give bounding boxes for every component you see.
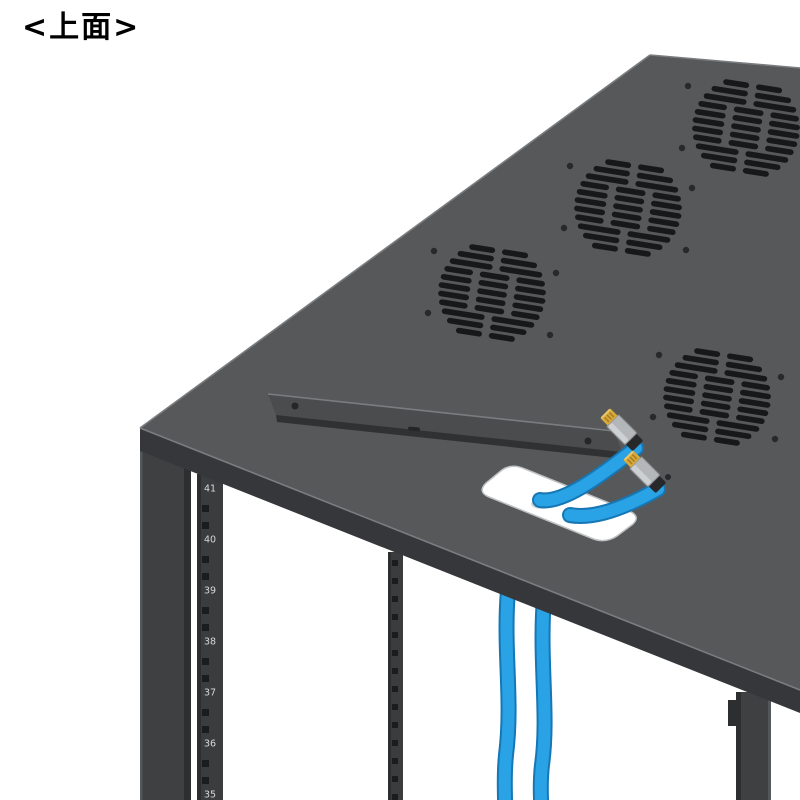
- unit-number: 41: [204, 484, 216, 495]
- unit-number: 36: [204, 739, 216, 750]
- panel-back-edge-highlight: [649, 54, 800, 69]
- top-panel: [139, 54, 800, 713]
- panel-left-edge-highlight: [139, 54, 651, 429]
- left-mounting-rail: 41 40 39 38 37 36 35: [197, 474, 223, 800]
- inner-mounting-rail: [388, 552, 403, 800]
- rack-unit-numbers: 41 40 39 38 37 36 35: [204, 484, 216, 800]
- unit-number: 35: [204, 790, 216, 800]
- unit-number: 38: [204, 637, 216, 648]
- strip-screw-hole: [291, 402, 299, 410]
- unit-number: 40: [204, 535, 216, 546]
- top-panel-front-edge: [140, 428, 800, 713]
- unit-number: 37: [204, 688, 216, 699]
- unit-number: 39: [204, 586, 216, 597]
- panel-front-edge-highlight: [139, 427, 800, 691]
- view-label: <上面>: [22, 10, 141, 45]
- screw-holes: [424, 82, 785, 480]
- front-right-post: [728, 692, 771, 800]
- lan-cables-above-panel: [532, 406, 668, 524]
- strip-screw-hole: [584, 437, 592, 445]
- lan-cables-below-panel: [496, 582, 553, 800]
- front-left-post: [140, 432, 191, 800]
- top-panel-surface: [140, 55, 800, 690]
- cover-strip: [267, 393, 623, 459]
- strip-slot: [408, 426, 420, 432]
